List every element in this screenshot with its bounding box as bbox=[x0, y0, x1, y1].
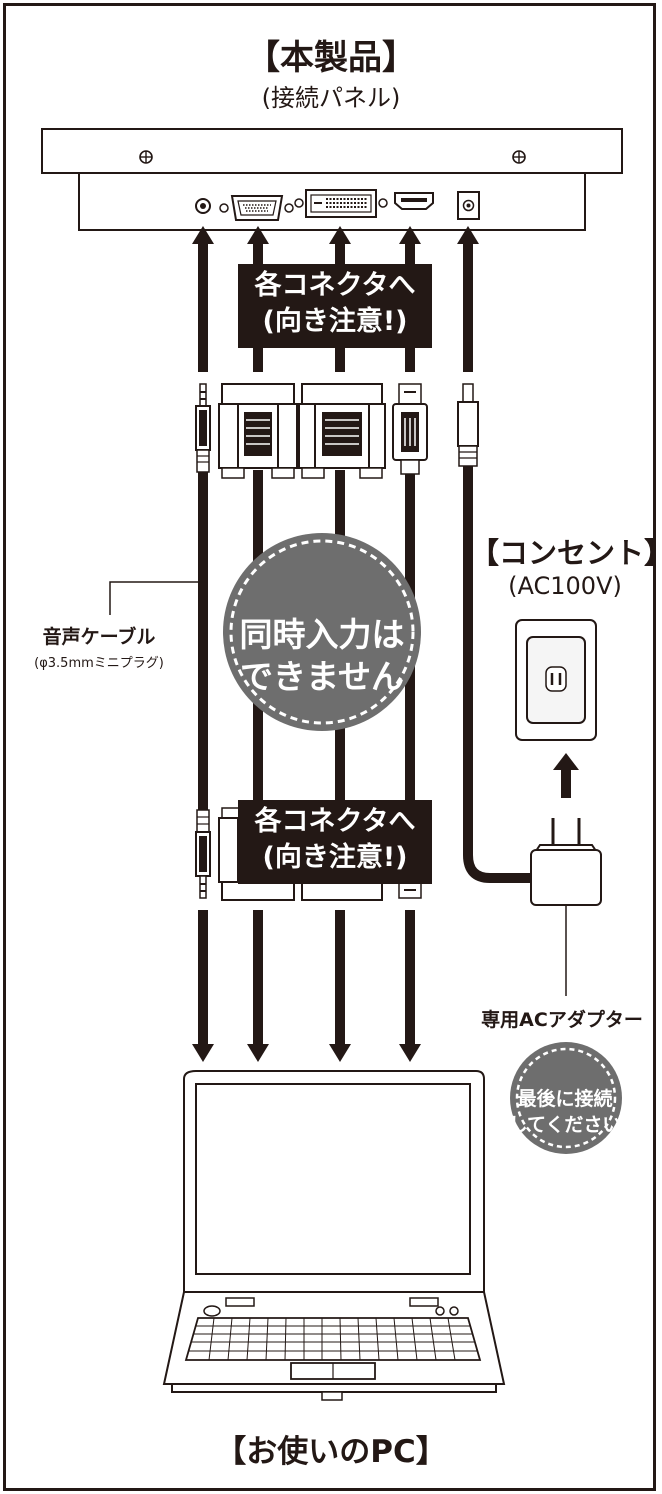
outlet-title: 【コンセント】 bbox=[470, 536, 662, 570]
audio-plug-icon bbox=[195, 809, 211, 899]
screw-icon bbox=[512, 150, 526, 164]
dvi-port-icon bbox=[294, 189, 388, 218]
vga-port-icon bbox=[219, 195, 294, 221]
power-outlet-icon bbox=[515, 619, 597, 741]
arrow-icon bbox=[329, 910, 351, 1062]
connector-banner-top-line2: (向き注意!) bbox=[262, 306, 408, 337]
audio-leader-line bbox=[109, 581, 203, 615]
vga-plug-icon bbox=[218, 383, 298, 479]
connect-last-line2: してください bbox=[508, 1114, 622, 1136]
arrow-icon bbox=[399, 910, 421, 1062]
arrow-icon bbox=[192, 226, 214, 372]
audio-jack-icon bbox=[195, 198, 211, 214]
dc-plug-icon bbox=[457, 383, 479, 467]
no-simultaneous-input-line1: 同時入力は bbox=[239, 615, 405, 654]
connector-banner-bottom-line2: (向き注意!) bbox=[262, 842, 408, 873]
arrow-icon bbox=[457, 226, 479, 372]
ac-adapter-icon bbox=[530, 818, 602, 996]
outlet-subtitle: (AC100V) bbox=[508, 572, 622, 600]
screw-icon bbox=[139, 150, 153, 164]
no-simultaneous-input-line2: できません bbox=[239, 657, 404, 696]
connect-last-line1: 最後に接続 bbox=[517, 1088, 613, 1110]
arrow-icon bbox=[247, 910, 269, 1062]
product-title: 【本製品】 bbox=[246, 38, 416, 78]
audio-cable-label: 音声ケーブル bbox=[42, 626, 156, 648]
connector-banner-bottom-line1: 各コネクタへ bbox=[254, 806, 416, 837]
hdmi-port-icon bbox=[394, 192, 434, 210]
banner-background-bottom bbox=[238, 800, 432, 884]
connectors-top bbox=[195, 383, 479, 479]
connect-last-badge bbox=[510, 1042, 622, 1154]
arrow-icon bbox=[553, 753, 579, 798]
product-panel bbox=[41, 128, 623, 231]
arrow-icon bbox=[192, 910, 214, 1062]
connector-banner-top-line1: 各コネクタへ bbox=[254, 270, 416, 301]
banner-background-top bbox=[238, 264, 432, 348]
pc-title: 【お使いのPC】 bbox=[215, 1434, 447, 1470]
no-simultaneous-input-badge bbox=[223, 533, 421, 731]
laptop-icon bbox=[162, 1070, 506, 1401]
arrows-bottom bbox=[192, 910, 421, 1062]
audio-plug-icon bbox=[195, 383, 211, 473]
product-subtitle: (接続パネル) bbox=[261, 84, 401, 112]
ac-adapter-label: 専用ACアダプター bbox=[481, 1009, 643, 1031]
diagram-frame bbox=[3, 3, 656, 1491]
audio-cable-spec: (φ3.5mmミニプラグ) bbox=[34, 656, 164, 671]
dc-power-jack-icon bbox=[457, 191, 480, 220]
dvi-plug-icon bbox=[298, 383, 386, 479]
hdmi-plug-icon bbox=[392, 383, 428, 475]
